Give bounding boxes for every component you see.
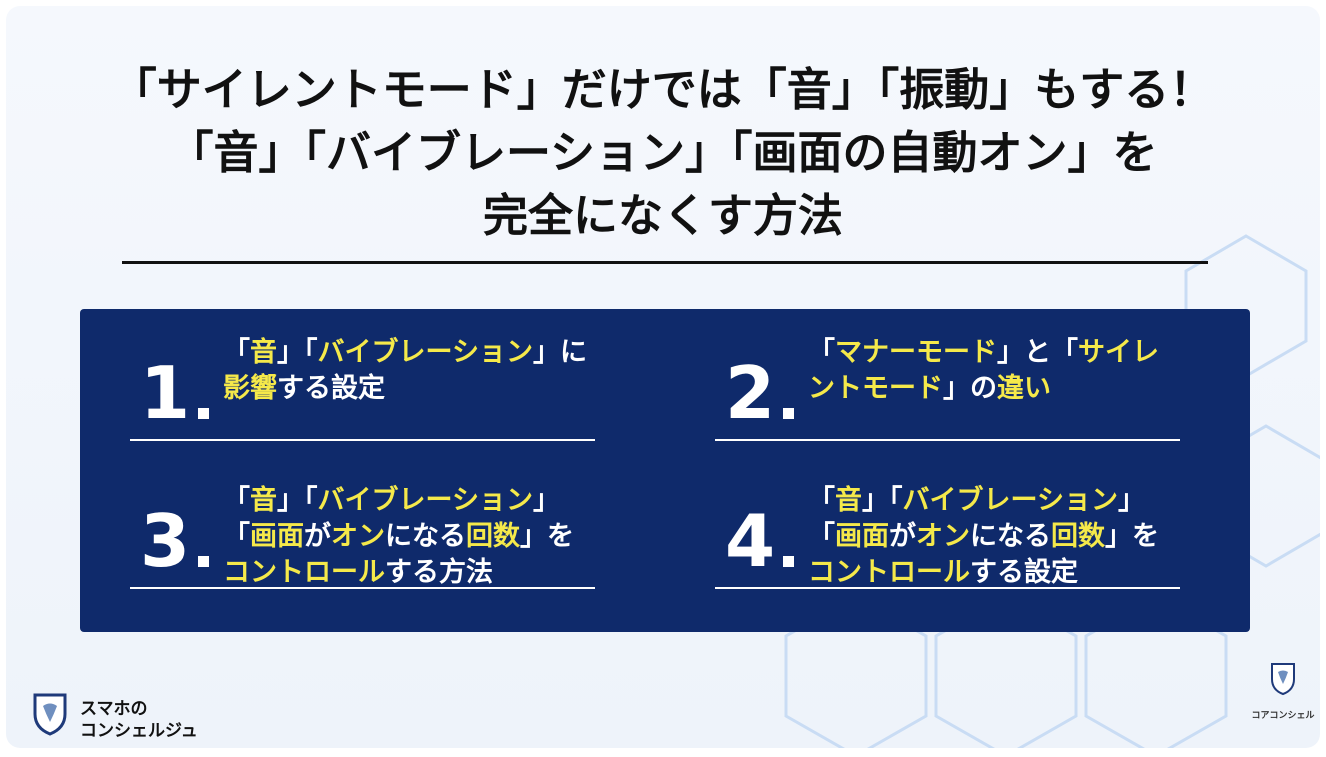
highlight-text: 影響 [223, 373, 277, 404]
highlight-text: マナーモード [835, 337, 997, 368]
number-dot [783, 408, 794, 419]
title-line-3: 完全になくす方法 [482, 189, 843, 242]
item-underline [130, 587, 595, 589]
plain-text: する方法 [385, 557, 493, 588]
plain-text: になる [970, 521, 1051, 552]
plain-text: 「 [223, 337, 250, 368]
brand-logo-right: コアコンシェル [1251, 662, 1315, 726]
plain-text: 「 [808, 485, 835, 516]
contents-panel: 1 「音」「バイブレーション」に影響する設定 2 「マナーモード」と「サイレント… [80, 309, 1250, 632]
number-dot [783, 556, 794, 567]
toc-item-3[interactable]: 3 「音」「バイブレーション」「画面がオンになる回数」をコントロールする方法 [130, 477, 600, 589]
plain-text: 」「 [862, 485, 903, 516]
highlight-text: サイレントモード [808, 337, 1159, 404]
plain-text: 」を [520, 521, 574, 552]
item-text: 「音」「バイブレーション」「画面がオンになる回数」をコントロールする設定 [808, 483, 1183, 591]
highlight-text: 音 [835, 485, 862, 516]
highlight-text: 音 [250, 337, 277, 368]
plain-text: 」の [943, 373, 997, 404]
item-underline [715, 439, 1180, 441]
plain-text: 」「 [808, 485, 1145, 552]
item-text: 「音」「バイブレーション」「画面がオンになる回数」をコントロールする方法 [223, 483, 598, 591]
highlight-text: バイブレーション [902, 485, 1118, 516]
toc-item-4[interactable]: 4 「音」「バイブレーション」「画面がオンになる回数」をコントロールする設定 [715, 477, 1185, 589]
toc-item-2[interactable]: 2 「マナーモード」と「サイレントモード」の違い [715, 329, 1185, 441]
item-underline [715, 587, 1180, 589]
plain-text: 」「 [277, 337, 318, 368]
item-text: 「音」「バイブレーション」に影響する設定 [223, 335, 598, 407]
title-divider [122, 261, 1208, 264]
plain-text: 「 [223, 485, 250, 516]
highlight-text: 音 [250, 485, 277, 516]
plain-text: 「 [808, 337, 835, 368]
highlight-text: 回数 [466, 521, 520, 552]
item-number: 2 [725, 351, 776, 435]
plain-text: が [889, 521, 916, 552]
highlight-text: バイブレーション [317, 337, 533, 368]
plain-text: 」と「 [997, 337, 1078, 368]
slide: 「サイレントモード」だけでは「音」「振動」もする！ 「音」「バイブレーション」「… [6, 6, 1320, 748]
plain-text: 」「 [277, 485, 318, 516]
plain-text: が [304, 521, 331, 552]
shield-logo-icon [1271, 663, 1295, 696]
shield-logo-icon [33, 693, 67, 736]
title-line-2: 「音」「バイブレーション」「画面の自動オン」を [168, 126, 1158, 179]
number-dot [198, 408, 209, 419]
title-line-1: 「サイレントモード」だけでは「音」「振動」もする！ [111, 63, 1215, 116]
brand-name-line-1: スマホの [80, 699, 148, 719]
highlight-text: オン [331, 521, 385, 552]
highlight-text: 画面 [250, 521, 304, 552]
plain-text: 」を [1105, 521, 1159, 552]
highlight-text: バイブレーション [317, 485, 533, 516]
item-number: 1 [140, 351, 191, 435]
toc-item-1[interactable]: 1 「音」「バイブレーション」に影響する設定 [130, 329, 600, 441]
brand-logo-left: スマホの コンシェルジュ [32, 692, 222, 744]
plain-text: する設定 [970, 557, 1078, 588]
item-underline [130, 439, 595, 441]
plain-text: 」に [532, 337, 587, 368]
highlight-text: オン [916, 521, 970, 552]
highlight-text: 画面 [835, 521, 889, 552]
highlight-text: 違い [997, 373, 1051, 404]
plain-text: 」「 [223, 485, 560, 552]
plain-text: になる [385, 521, 466, 552]
brand-name: コアコンシェル [1251, 711, 1315, 721]
highlight-text: コントロール [808, 557, 970, 588]
number-dot [198, 556, 209, 567]
item-number: 4 [725, 499, 776, 583]
plain-text: する設定 [277, 373, 385, 404]
brand-name-line-2: コンシェルジュ [80, 721, 198, 741]
page-title: 「サイレントモード」だけでは「音」「振動」もする！ 「音」「バイブレーション」「… [6, 58, 1320, 247]
item-text: 「マナーモード」と「サイレントモード」の違い [808, 335, 1183, 407]
highlight-text: 回数 [1051, 521, 1105, 552]
item-number: 3 [140, 499, 191, 583]
highlight-text: コントロール [223, 557, 385, 588]
